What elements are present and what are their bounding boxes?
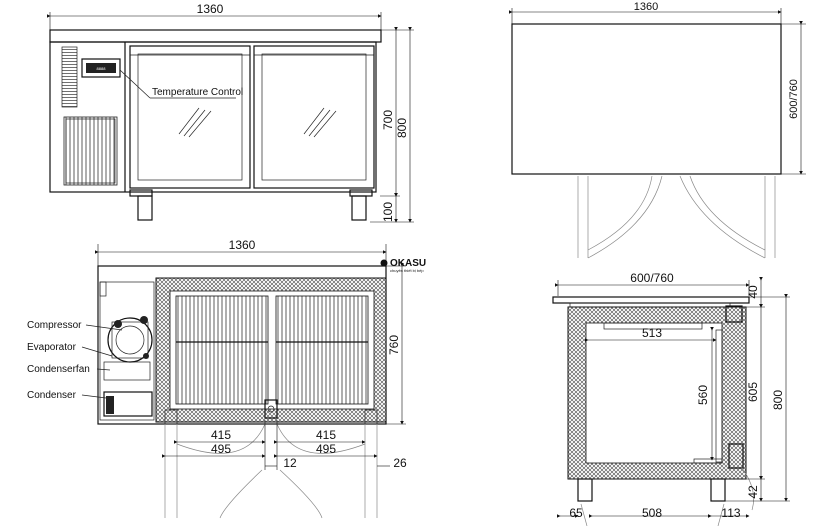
door-dim-495-left: 495	[211, 442, 231, 456]
svg-text:8888: 8888	[97, 66, 107, 71]
front-height-100: 100	[381, 202, 395, 222]
section-dim-605: 605	[746, 382, 760, 402]
label-evaporator: Evaporator	[27, 342, 77, 353]
label-condenserfan: Condenserfan	[27, 364, 90, 375]
top-depth-label: 600/760	[788, 79, 800, 119]
compressor-symbol	[107, 316, 153, 363]
section-dim-560: 560	[696, 385, 710, 405]
plan-view: 1360 Compressor Evaporator Condenserfa	[27, 238, 407, 519]
section-dim-65: 65	[569, 506, 583, 520]
section-dim-42: 42	[746, 485, 760, 499]
okasu-logo: OKASU chuyên thiết bị bếp	[380, 258, 426, 273]
logo-text: OKASU	[390, 258, 426, 269]
door-dim-495-right: 495	[316, 442, 336, 456]
section-dim-513: 513	[642, 326, 662, 340]
front-width-label: 1360	[197, 2, 224, 16]
door-dim-12: 12	[283, 456, 297, 470]
section-dim-113: 113	[721, 506, 740, 520]
glass-reflection-right	[303, 107, 337, 138]
top-width-label: 1360	[634, 1, 658, 13]
door-dim-415-left: 415	[211, 428, 231, 442]
glass-reflection-left	[178, 107, 212, 138]
front-height-800: 800	[395, 118, 409, 138]
label-condenser: Condenser	[27, 390, 77, 401]
plan-width-label: 1360	[229, 238, 256, 252]
section-depth-label: 600/760	[630, 271, 674, 285]
section-dim-508: 508	[642, 506, 662, 520]
section-view: 600/760 513 560 40 605 800	[552, 271, 790, 526]
door-dim-26: 26	[393, 456, 407, 470]
section-dim-40: 40	[746, 285, 760, 299]
section-dim-800: 800	[771, 390, 785, 410]
label-compressor: Compressor	[27, 320, 82, 331]
top-view: 1360 600/760	[509, 1, 806, 259]
temperature-control-display: 8888	[81, 58, 121, 78]
temperature-control-callout: Temperature Control	[152, 87, 243, 98]
door-dim-415-right: 415	[316, 428, 336, 442]
logo-tagline: chuyên thiết bị bếp	[390, 268, 424, 273]
front-view: 1360 8888	[47, 2, 414, 223]
plan-depth-label: 760	[387, 335, 401, 355]
front-height-700: 700	[381, 110, 395, 130]
